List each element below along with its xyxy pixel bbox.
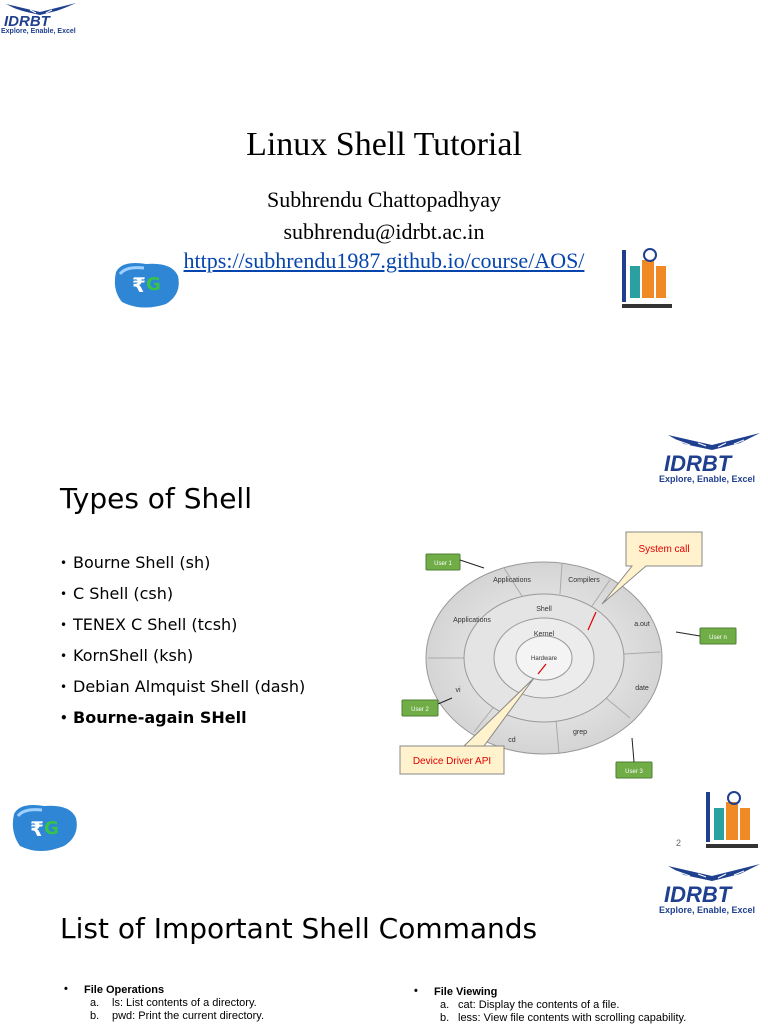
user-box: User 1 [425, 553, 461, 571]
shell-architecture-diagram: Shell Kernel Hardware Applications Compi… [384, 528, 768, 793]
logo-text: IDRBT [4, 13, 52, 28]
list-item: b.pwd: Print the current directory. [90, 1010, 265, 1022]
slide-title: List of Important Shell Commands [60, 912, 538, 945]
list-item: •Debian Almquist Shell (dash) [60, 677, 306, 696]
hardware-core [515, 635, 573, 681]
svg-text:Shell: Shell [536, 606, 552, 613]
logo-tagline: Explore, Enable, Excel [659, 474, 756, 484]
svg-text:User 2: User 2 [411, 707, 429, 713]
list-item: •KornShell (ksh) [60, 646, 194, 665]
svg-text:grep: grep [573, 729, 587, 736]
svg-text:Applications: Applications [493, 577, 531, 584]
innovation-lab-logo-icon [704, 790, 760, 852]
user-box: User n [699, 627, 737, 645]
innovation-lab-logo-icon [620, 246, 674, 315]
svg-text:G: G [146, 274, 161, 295]
shell-list: •Bourne Shell (sh) •C Shell (csh) •TENEX… [60, 552, 305, 738]
idrbt-logo: IDRBT [660, 864, 766, 904]
svg-text:Applications: Applications [453, 617, 491, 624]
idrbt-logo: IDRBT [660, 433, 766, 473]
list-item: •C Shell (csh) [60, 584, 174, 603]
logo-text: IDRBT [664, 451, 733, 473]
svg-text:G: G [44, 818, 59, 839]
logo-tagline: Explore, Enable, Excel [1, 28, 76, 35]
list-item: •Bourne-again SHell [60, 708, 247, 727]
list-item: a.cat: Display the contents of a file. [440, 999, 620, 1011]
logo-text: IDRBT [664, 882, 733, 904]
idrbt-logo: IDRBT [0, 2, 84, 28]
svg-text:₹: ₹ [132, 273, 146, 297]
svg-text:date: date [635, 685, 649, 692]
svg-text:Compilers: Compilers [568, 577, 600, 584]
svg-text:User 1: User 1 [434, 561, 452, 567]
system-call-callout: System call [601, 531, 703, 605]
svg-text:User n: User n [709, 635, 727, 641]
rupee-g-logo-icon: ₹ G [10, 800, 80, 852]
author-name: Subhrendu Chattopadhyay [266, 187, 502, 212]
list-item: b.less: View file contents with scrollin… [440, 1012, 687, 1024]
page-number: 2 [676, 838, 682, 848]
device-driver-callout: Device Driver API [399, 677, 535, 775]
list-heading: •File Operations [64, 983, 165, 996]
svg-text:a.out: a.out [634, 621, 650, 628]
course-url-link[interactable]: https://subhrendu1987.github.io/course/A… [183, 248, 585, 273]
svg-text:cd: cd [508, 737, 516, 744]
logo-tagline: Explore, Enable, Excel [659, 905, 756, 915]
list-item: •TENEX C Shell (tcsh) [60, 615, 238, 634]
svg-text:User 3: User 3 [625, 769, 643, 775]
user-box: User 3 [615, 761, 653, 779]
file-operations-list: •File Operations a.ls: List contents of … [56, 983, 265, 1023]
user-box: User 2 [401, 699, 439, 717]
list-item: •Bourne Shell (sh) [60, 553, 211, 572]
slide-title: Linux Shell Tutorial [246, 126, 522, 163]
shell-commands-slide: IDRBT Explore, Enable, Excel List of Imp… [0, 852, 768, 1024]
slide-title: Types of Shell [60, 482, 252, 515]
rupee-g-logo-icon: ₹ G [112, 258, 182, 317]
svg-text:Hardware: Hardware [531, 656, 558, 662]
svg-text:vi: vi [455, 687, 461, 694]
types-of-shell-slide: IDRBT Explore, Enable, Excel Types of Sh… [0, 400, 768, 852]
svg-text:Device Driver API: Device Driver API [413, 756, 491, 767]
list-heading: •File Viewing [414, 985, 498, 998]
svg-text:Kernel: Kernel [534, 631, 555, 638]
file-viewing-list: •File Viewing a.cat: Display the content… [406, 985, 687, 1024]
author-email: subhrendu@idrbt.ac.in [283, 219, 485, 244]
title-slide: IDRBT Explore, Enable, Excel Linux Shell… [0, 0, 768, 400]
svg-text:₹: ₹ [30, 817, 44, 841]
svg-text:System call: System call [638, 544, 689, 555]
list-item: a.ls: List contents of a directory. [90, 997, 257, 1009]
